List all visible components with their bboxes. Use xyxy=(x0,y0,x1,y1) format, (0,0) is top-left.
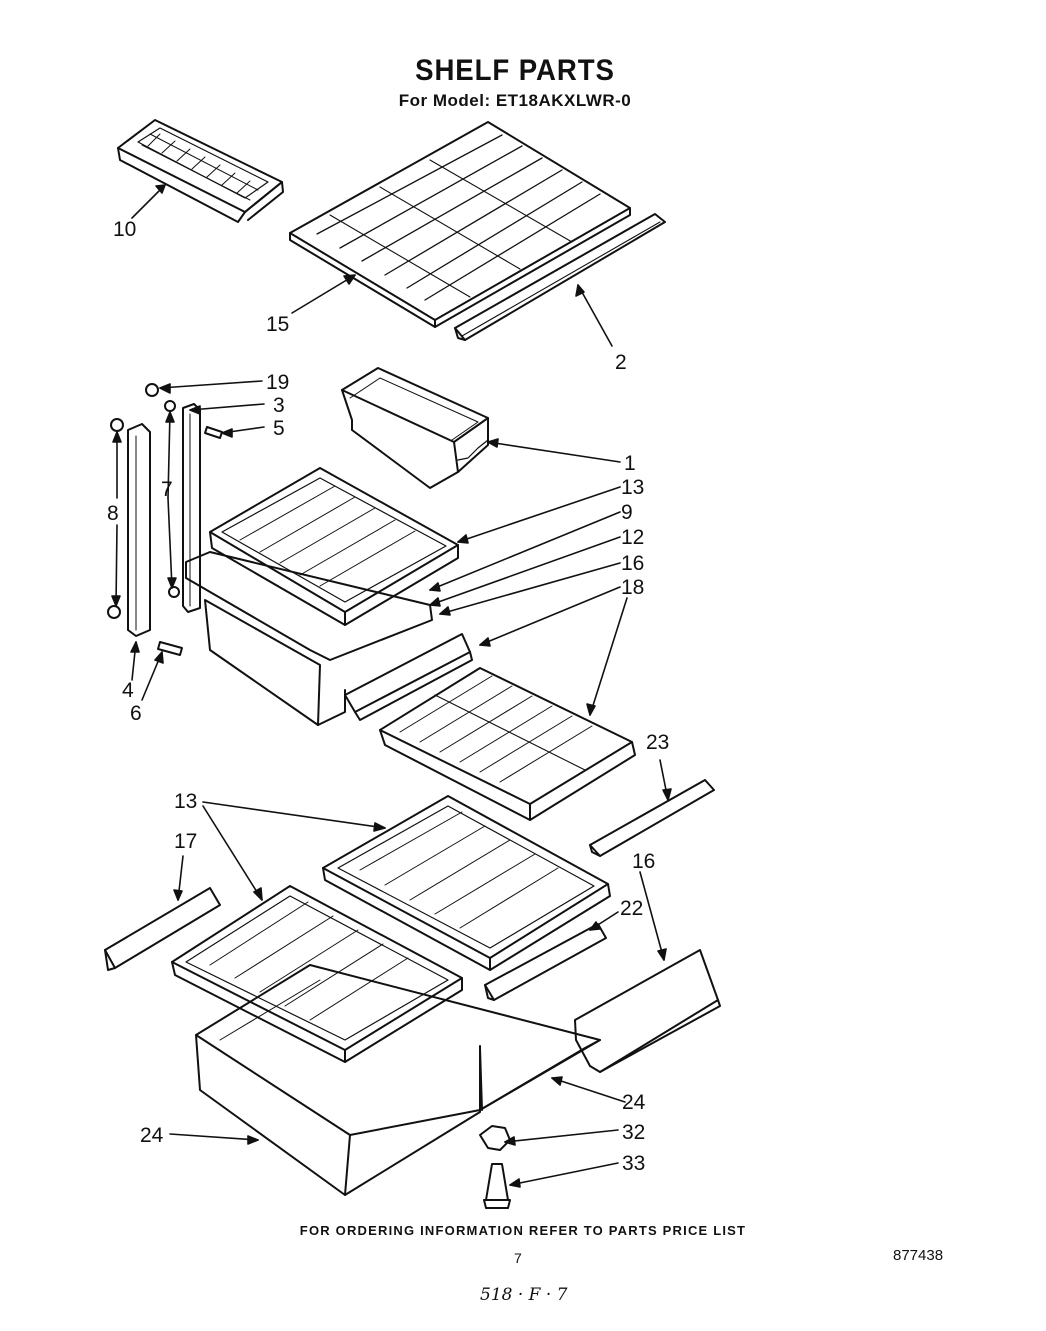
left-trim-strip-part xyxy=(104,887,221,971)
callout-13-lower: 13 xyxy=(174,790,197,813)
freezer-trim-strip-part xyxy=(454,213,666,341)
model-subtitle: For Model: ET18AKXLWR-0 xyxy=(398,91,632,110)
freezer-wire-shelf-part xyxy=(289,121,631,328)
middle-crisper-assembly-part xyxy=(185,467,459,726)
callout-2: 2 xyxy=(615,351,627,374)
middle-trim-strip-part xyxy=(344,633,473,721)
trim-strip-23-part xyxy=(589,779,715,857)
callout-24-left: 24 xyxy=(140,1124,164,1147)
callout-3: 3 xyxy=(273,394,285,417)
door-bin-part xyxy=(341,367,489,489)
ordering-note: FOR ORDERING INFORMATION REFER TO PARTS … xyxy=(299,1223,747,1238)
document-number: 877438 xyxy=(893,1247,944,1264)
callout-6: 6 xyxy=(130,702,142,725)
callout-32: 32 xyxy=(622,1121,645,1144)
ice-tray-part xyxy=(117,119,284,223)
callout-4: 4 xyxy=(122,679,134,702)
callout-16-upper: 16 xyxy=(621,552,644,575)
page-number: 7 xyxy=(514,1250,522,1266)
shelf-rails-part xyxy=(107,383,223,656)
callout-19: 19 xyxy=(266,371,289,394)
callout-1: 1 xyxy=(624,452,636,475)
callout-15: 15 xyxy=(266,313,289,336)
lower-trim-strips-part xyxy=(484,923,721,1073)
drawer-hardware-part xyxy=(479,1125,511,1209)
callout-7: 7 xyxy=(161,478,173,501)
leader-lines xyxy=(111,184,672,1188)
crisper-drawers-part xyxy=(195,964,601,1196)
callout-16-lower: 16 xyxy=(632,850,655,873)
callout-24-right: 24 xyxy=(622,1091,646,1114)
callout-12: 12 xyxy=(621,526,644,549)
callout-23: 23 xyxy=(646,731,669,754)
callout-33: 33 xyxy=(622,1152,645,1175)
callout-9: 9 xyxy=(621,501,633,524)
callout-5: 5 xyxy=(273,417,285,440)
wire-shelf-part xyxy=(379,667,636,821)
callout-18: 18 xyxy=(621,576,644,599)
lower-glass-shelf-part xyxy=(171,885,463,1063)
callout-8: 8 xyxy=(107,502,119,525)
callout-10: 10 xyxy=(113,218,136,241)
callout-13-upper: 13 xyxy=(621,476,644,499)
callout-17: 17 xyxy=(174,830,197,853)
upper-glass-shelf-part xyxy=(322,795,611,971)
callout-labels: 10 15 2 19 3 5 1 7 8 13 9 12 16 18 4 6 2… xyxy=(107,218,669,1175)
handwritten-note: 518 · F · 7 xyxy=(480,1285,568,1305)
callout-22: 22 xyxy=(620,897,643,920)
page-title: SHELF PARTS xyxy=(415,54,615,87)
